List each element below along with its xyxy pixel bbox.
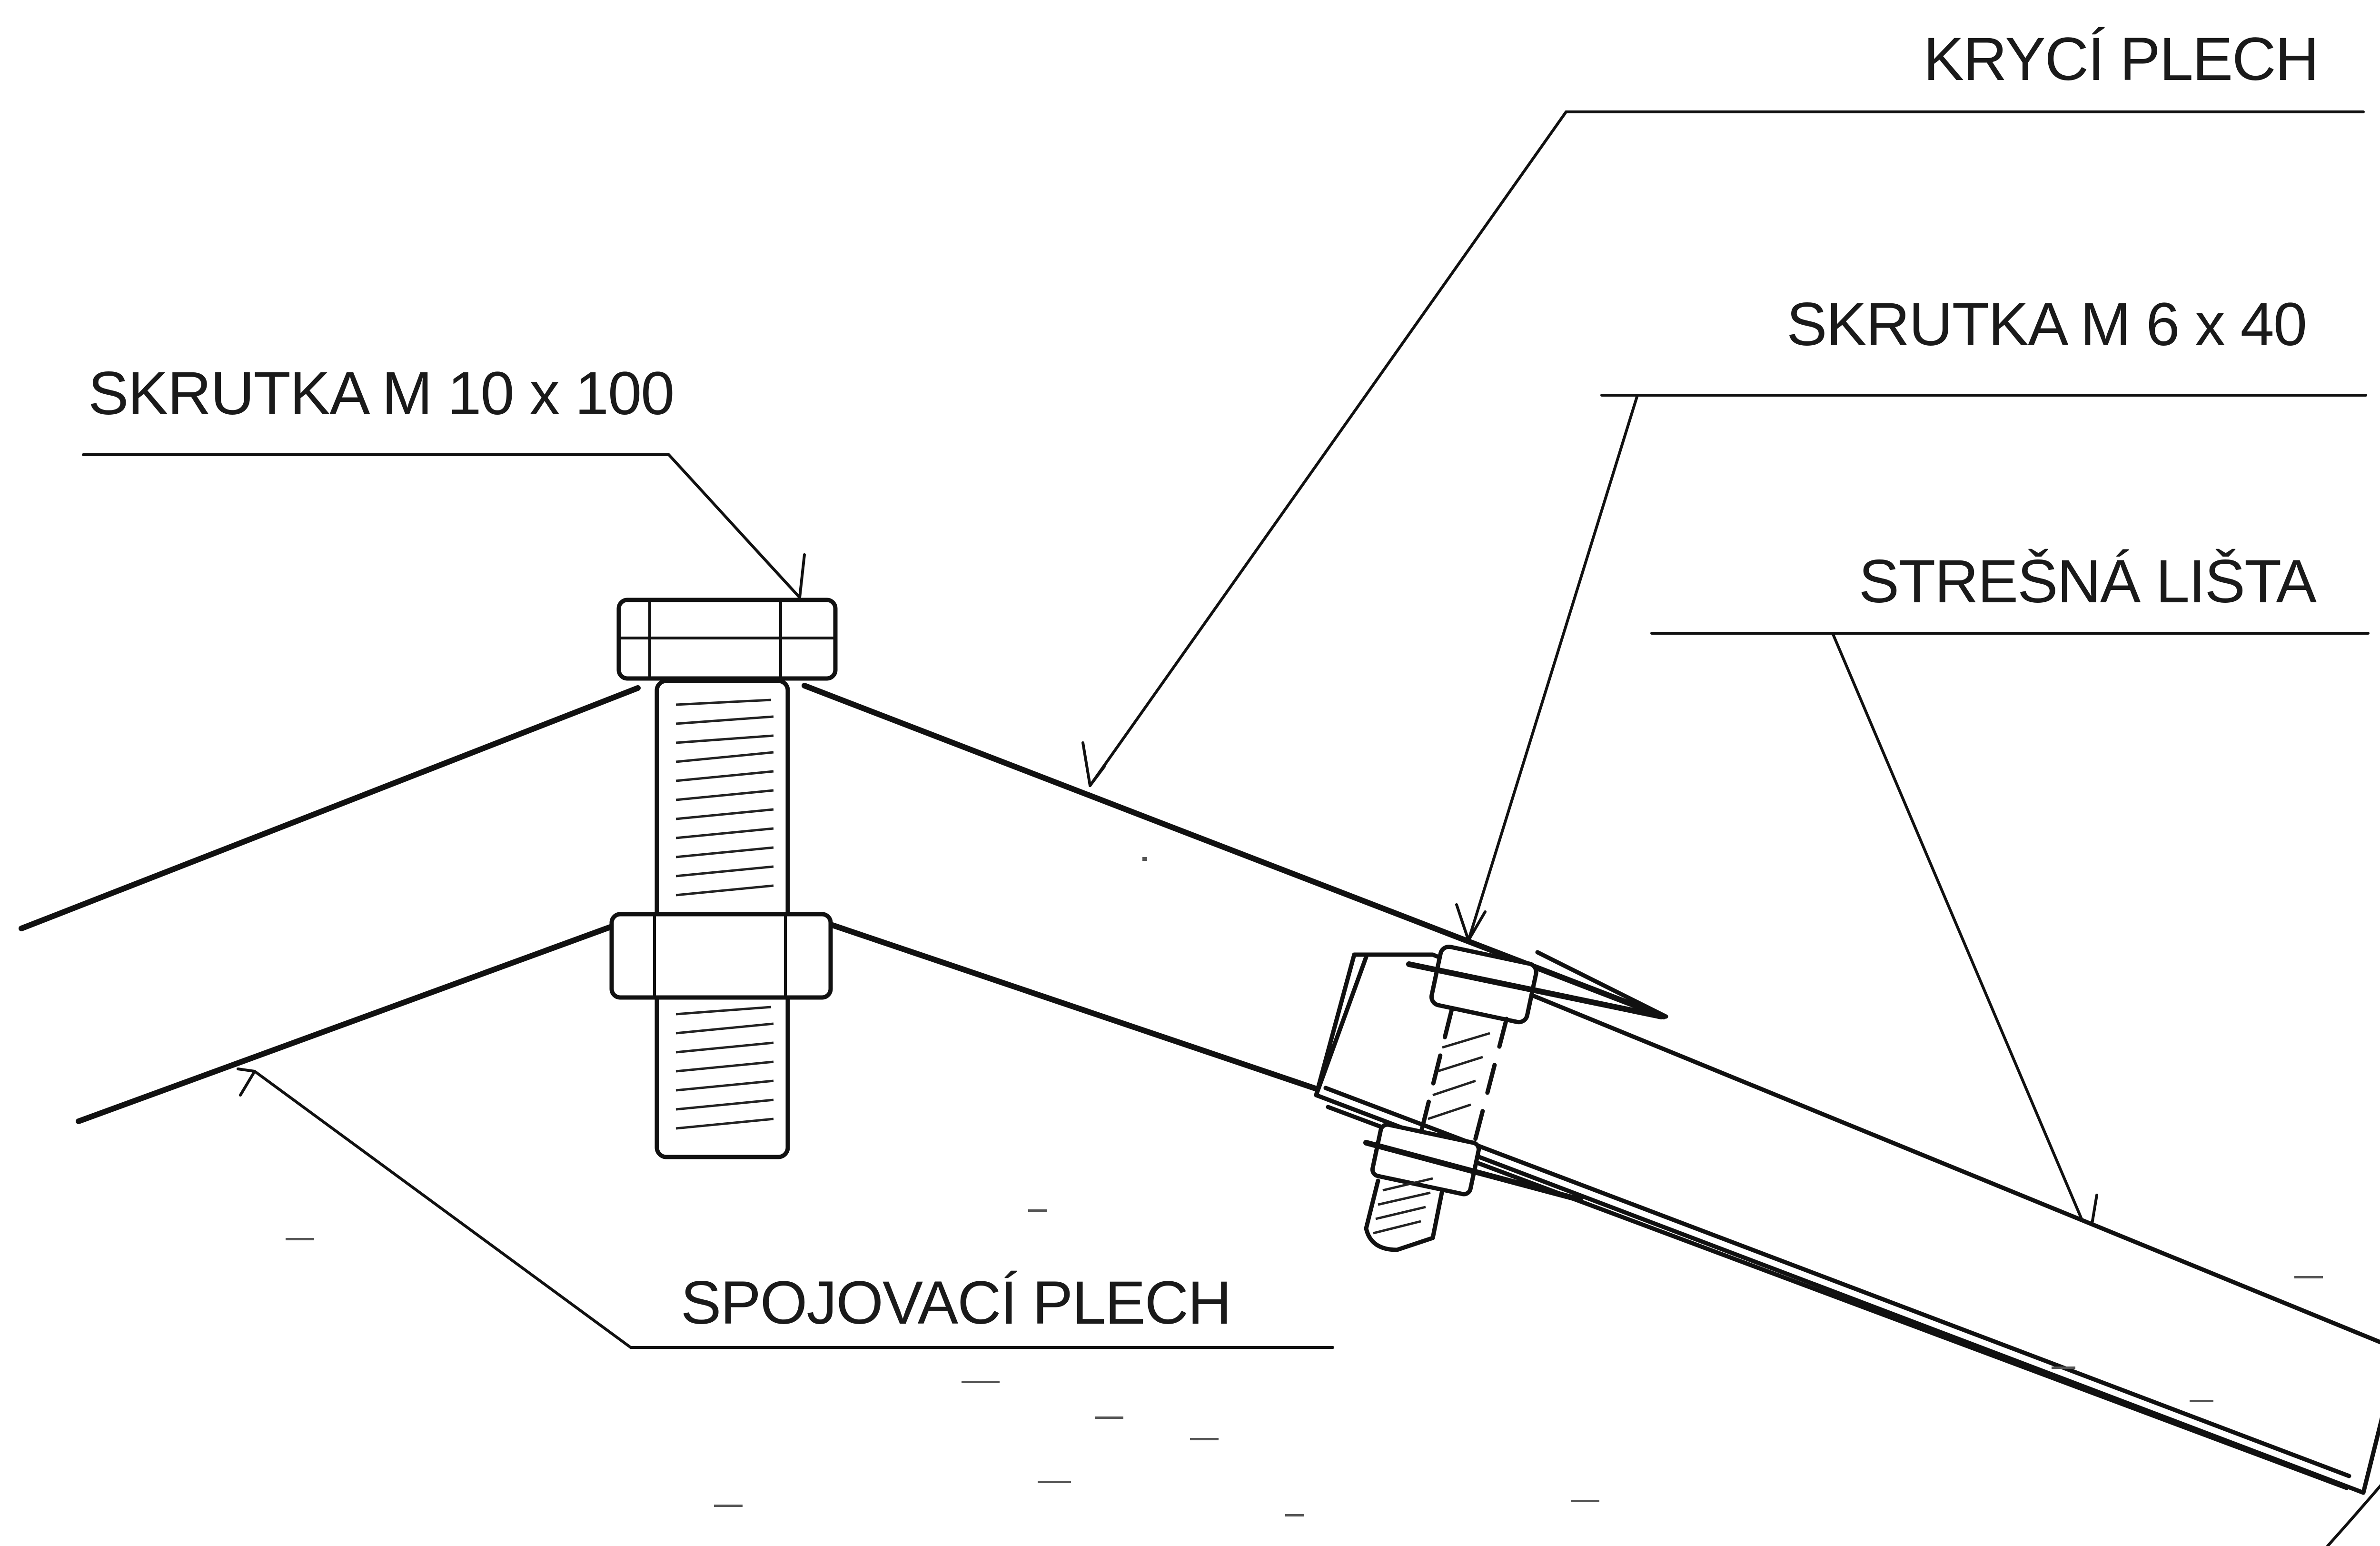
bolt-m6-hidden-shank <box>1418 1007 1509 1150</box>
label-roof-strip: STREŠNÁ LIŠTA <box>1859 548 2317 616</box>
leader-cover-sheet <box>1081 110 2365 787</box>
label-screw-m6: SKRUTKA M 6 x 40 <box>1786 290 2306 359</box>
label-screw-m10: SKRUTKA M 10 x 100 <box>88 359 674 428</box>
roof-strip-outline <box>1314 950 2380 1495</box>
scan-specks <box>286 857 2323 1516</box>
bolt-m6-hidden-thread <box>1428 1032 1490 1120</box>
bolt-m10-thread-lower <box>675 1006 774 1130</box>
bolt-m6 <box>1363 944 1664 1252</box>
leader-screw-m6 <box>1455 394 2367 942</box>
bolt-m6-exposed-thread <box>1373 1177 1433 1235</box>
roof-strip-break <box>2326 1484 2380 1546</box>
bolt-m10-thread-upper <box>675 698 774 897</box>
bolt-m10-nut <box>609 912 833 1000</box>
bolt-m10-head <box>616 598 838 681</box>
joining-sheet-outline <box>76 918 1324 1124</box>
leader-screw-m10 <box>82 453 806 599</box>
leader-joining-sheet <box>237 1067 1334 1349</box>
label-joining-sheet: SPOJOVACÍ PLECH <box>681 1269 1231 1337</box>
label-cover-sheet: KRYCÍ PLECH <box>1924 25 2318 93</box>
bolt-m10 <box>609 598 838 1159</box>
